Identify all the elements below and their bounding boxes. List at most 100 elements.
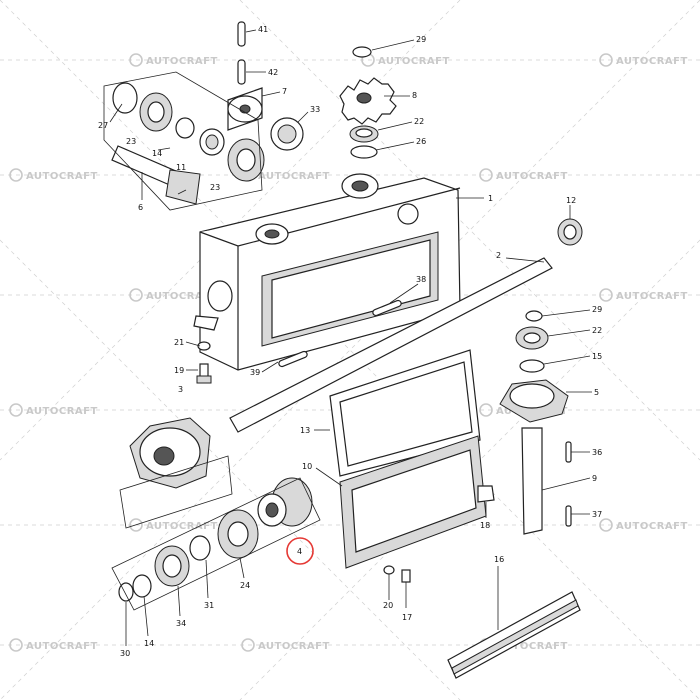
part-37-pin — [565, 505, 572, 527]
part-22-bearing — [349, 125, 379, 143]
group-outline-pinion — [111, 477, 321, 611]
part-41-pin — [237, 21, 246, 47]
callout-10: 10 — [302, 462, 312, 471]
part-39-key — [278, 350, 308, 368]
callout-23-right: 23 — [210, 183, 220, 192]
svg-text:AUTOCRAFT: AUTOCRAFT — [26, 171, 98, 182]
part-31-circlip — [189, 535, 211, 561]
callout-26: 26 — [416, 137, 426, 146]
autocraft-logo: AUTOCRAFT — [241, 638, 330, 652]
part-29-circlip-right — [525, 310, 543, 322]
callout-8: 8 — [412, 91, 417, 100]
part-6-pinion-shaft — [111, 145, 201, 205]
part-14-washer — [132, 574, 152, 598]
autocraft-logo: AUTOCRAFT — [361, 53, 450, 67]
svg-text:AUTOCRAFT: AUTOCRAFT — [146, 56, 218, 67]
callout-1: 1 — [488, 194, 493, 203]
callout-14-top: 14 — [152, 149, 162, 158]
autocraft-logo: AUTOCRAFT — [599, 53, 688, 67]
part-24-bearing — [217, 509, 259, 559]
autocraft-logo: AUTOCRAFT — [599, 288, 688, 302]
leader-lines — [109, 29, 592, 646]
part-18-plug — [477, 485, 495, 503]
part-42-pin — [237, 59, 246, 85]
callout-19: 19 — [174, 366, 184, 375]
part-36-pin — [565, 441, 572, 463]
part-9-shaft — [521, 427, 543, 535]
autocraft-logo: AUTOCRAFT — [9, 168, 98, 182]
part-16-rail — [447, 591, 581, 679]
part-2-shaft — [229, 257, 553, 433]
callout-38: 38 — [416, 275, 426, 284]
svg-text:AUTOCRAFT: AUTOCRAFT — [26, 406, 98, 417]
callout-11: 11 — [176, 163, 186, 172]
callout-5: 5 — [594, 388, 599, 397]
svg-text:AUTOCRAFT: AUTOCRAFT — [616, 291, 688, 302]
callout-14-bottom: 14 — [144, 639, 154, 648]
part-5-bevel-gear — [499, 379, 569, 423]
callout-36: 36 — [592, 448, 602, 457]
autocraft-logo: AUTOCRAFT — [479, 168, 567, 182]
part-27-circlip — [112, 82, 138, 114]
svg-text:AUTOCRAFT: AUTOCRAFT — [496, 641, 568, 652]
callout-9: 9 — [592, 474, 597, 483]
callout-29-top: 29 — [416, 35, 426, 44]
autocraft-logo: AUTOCRAFT — [129, 518, 218, 532]
callout-2: 2 — [496, 251, 501, 260]
callout-21: 21 — [174, 338, 184, 347]
autocraft-logo: AUTOCRAFT — [129, 53, 218, 67]
part-22-bearing-right — [515, 326, 549, 350]
svg-text:AUTOCRAFT: AUTOCRAFT — [258, 171, 330, 182]
callout-22-right: 22 — [592, 326, 602, 335]
part-12-bushing — [557, 218, 583, 246]
part-23-bearing-left — [139, 92, 173, 132]
highlight-circle-part-4[interactable] — [286, 537, 314, 565]
part-38-key — [372, 299, 402, 317]
part-15-washer — [519, 359, 545, 373]
part-1-housing — [193, 173, 461, 371]
callout-6: 6 — [138, 203, 143, 212]
callout-24: 24 — [240, 581, 250, 590]
part-17-bolt — [401, 569, 411, 583]
callout-4: 4 — [297, 547, 302, 556]
svg-text:AUTOCRAFT: AUTOCRAFT — [146, 521, 218, 532]
callout-37: 37 — [592, 510, 602, 519]
part-19-bolt — [196, 363, 212, 384]
autocraft-logo: AUTOCRAFT — [9, 638, 98, 652]
part-10-cover — [339, 435, 487, 569]
part-33-seal — [270, 117, 304, 151]
callout-labels: 41 42 7 33 29 8 22 26 27 23 14 11 23 6 1… — [98, 25, 602, 658]
svg-text:AUTOCRAFT: AUTOCRAFT — [26, 641, 98, 652]
callout-33: 33 — [310, 105, 320, 114]
part-29-circlip — [352, 46, 372, 58]
svg-text:AUTOCRAFT: AUTOCRAFT — [146, 291, 218, 302]
callout-3: 3 — [178, 385, 183, 394]
callout-15: 15 — [592, 352, 602, 361]
callout-16: 16 — [494, 555, 504, 564]
callout-7: 7 — [282, 87, 287, 96]
callout-34: 34 — [176, 619, 186, 628]
part-14-ring — [175, 117, 195, 139]
callout-31: 31 — [204, 601, 214, 610]
svg-text:AUTOCRAFT: AUTOCRAFT — [258, 641, 330, 652]
callout-39: 39 — [250, 368, 260, 377]
callout-17: 17 — [402, 613, 412, 622]
group-outline-gear — [119, 455, 233, 529]
callout-22-top: 22 — [414, 117, 424, 126]
svg-text:AUTOCRAFT: AUTOCRAFT — [616, 56, 688, 67]
svg-text:AUTOCRAFT: AUTOCRAFT — [378, 56, 450, 67]
part-8-sprocket — [339, 77, 397, 125]
callout-13: 13 — [300, 426, 310, 435]
part-26-ring — [350, 145, 378, 159]
part-23-bearing-right — [227, 138, 265, 182]
callout-29-right: 29 — [592, 305, 602, 314]
part-20-washer — [383, 565, 395, 575]
part-3-bevel-gear — [129, 417, 211, 489]
group-outline-left — [103, 71, 263, 211]
callout-20: 20 — [383, 601, 393, 610]
callout-27: 27 — [98, 121, 108, 130]
autocraft-logo: AUTOCRAFT — [9, 403, 98, 417]
